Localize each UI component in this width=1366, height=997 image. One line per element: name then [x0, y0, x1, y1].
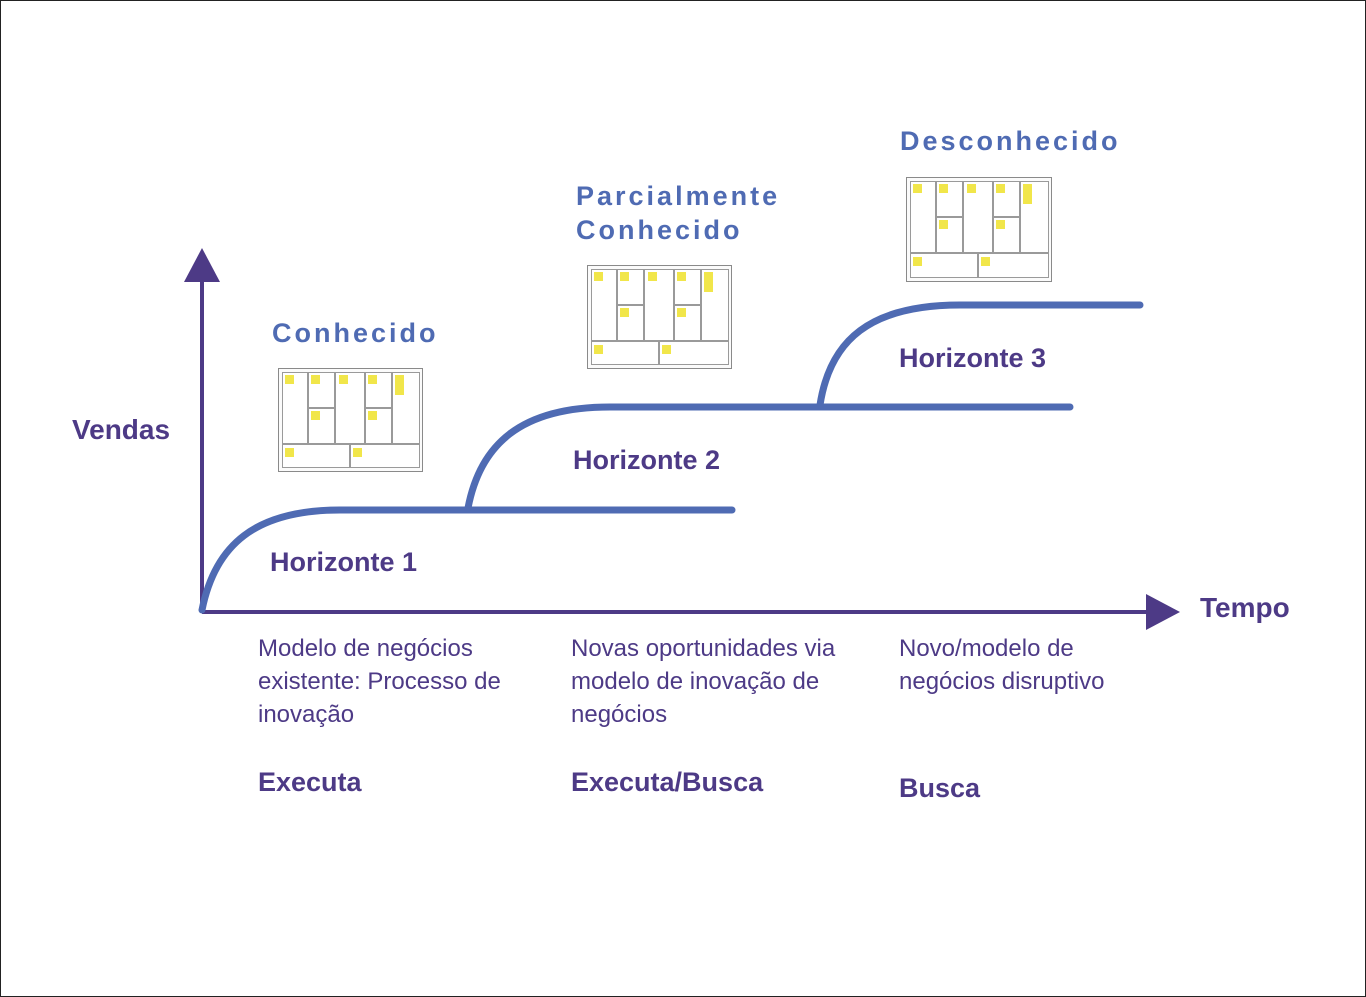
level-label-3: Desconhecido: [900, 126, 1121, 156]
horizon-2-label: Horizonte 2: [573, 445, 721, 475]
level-label-2: Parcialmente Conhecido: [576, 181, 781, 245]
horizon-3-curve: [816, 301, 1144, 409]
horizon-1-label: Horizonte 1: [270, 547, 418, 577]
horizon-1-action: Executa: [258, 767, 362, 797]
y-axis-arrow-icon: [184, 248, 220, 282]
horizon-3-action: Busca: [899, 773, 981, 803]
y-axis-label: Vendas: [72, 414, 171, 445]
horizon-2-action: Executa/Busca: [571, 767, 764, 797]
x-axis-arrow-icon: [1146, 594, 1180, 630]
business-model-canvas-3: [906, 177, 1052, 282]
horizon-3-description: Novo/modelo de negócios disruptivo: [899, 635, 1105, 695]
horizon-2-description: Novas oportunidades via modelo de inovaç…: [571, 635, 836, 728]
horizon-1-description: Modelo de negócios existente: Processo d…: [258, 635, 501, 728]
business-model-canvas-2: [587, 265, 732, 369]
horizon-3-label: Horizonte 3: [899, 343, 1047, 373]
x-axis-label: Tempo: [1200, 592, 1290, 623]
horizon-1-curve: [198, 506, 736, 614]
horizon-2-curve: [464, 403, 1074, 512]
level-label-1: Conhecido: [272, 318, 439, 348]
business-model-canvas-1: [278, 368, 423, 472]
